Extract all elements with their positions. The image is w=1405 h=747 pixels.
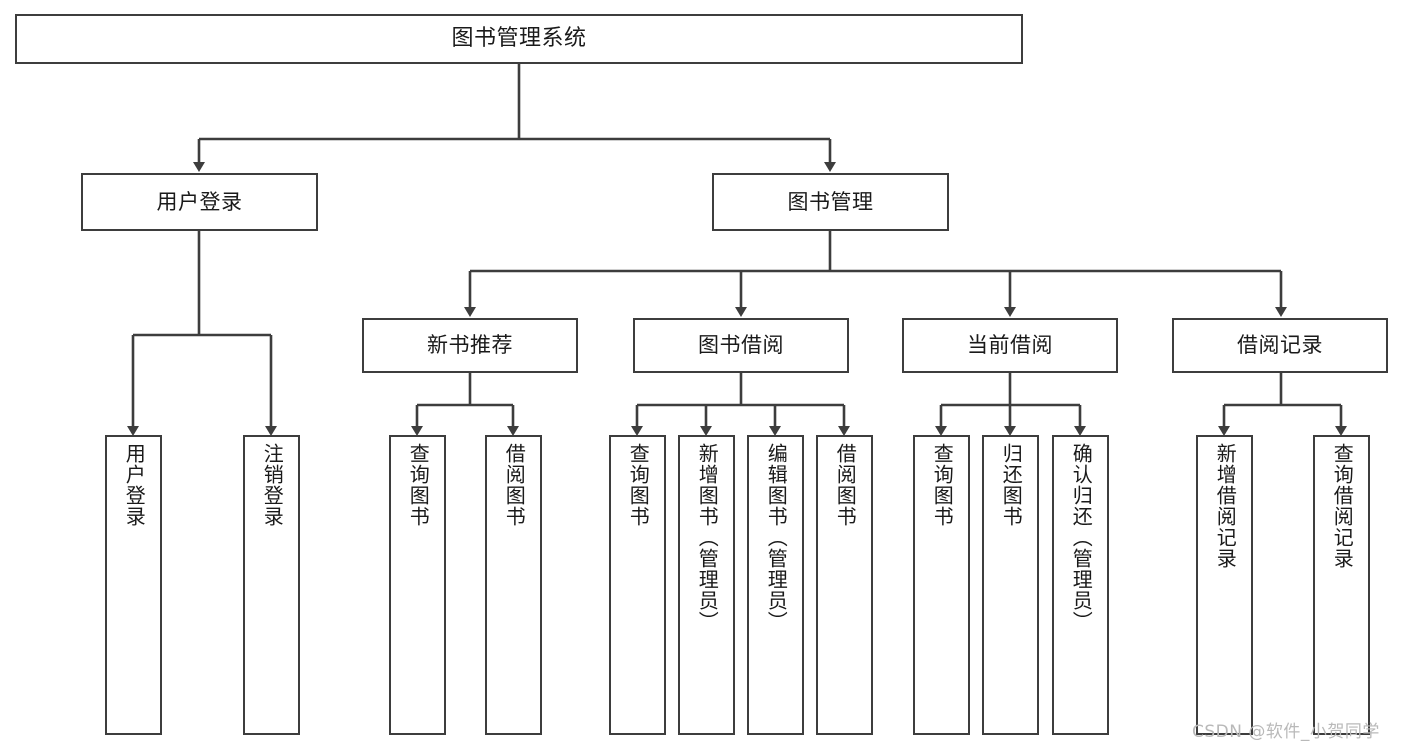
node-new-book-recommend[interactable]: 新书推荐 <box>362 318 578 373</box>
node-label: 编辑图书（管理员） <box>764 443 789 632</box>
leaf-user-login-signin[interactable]: 用户登录 <box>105 435 162 735</box>
leaf-user-login-signout[interactable]: 注销登录 <box>243 435 300 735</box>
node-label: 图书管理 <box>787 189 874 214</box>
leaf-record-add[interactable]: 新增借阅记录 <box>1196 435 1253 735</box>
node-label: 新书推荐 <box>427 333 513 358</box>
node-label: 图书借阅 <box>698 333 784 358</box>
leaf-new-book-query[interactable]: 查询图书 <box>389 435 446 735</box>
node-label: 注销登录 <box>260 443 285 527</box>
node-label: 查询借阅记录 <box>1330 443 1355 569</box>
node-label: 确认归还（管理员） <box>1069 443 1094 632</box>
leaf-borrow-borrow-book[interactable]: 借阅图书 <box>816 435 873 735</box>
node-label: 借阅图书 <box>502 443 527 527</box>
node-label: 查询图书 <box>406 443 431 527</box>
node-label: 用户登录 <box>122 443 147 527</box>
node-label: 借阅图书 <box>833 443 858 527</box>
leaf-borrow-query-book[interactable]: 查询图书 <box>609 435 666 735</box>
leaf-current-return-book[interactable]: 归还图书 <box>982 435 1039 735</box>
node-book-management[interactable]: 图书管理 <box>712 173 949 231</box>
node-book-borrow[interactable]: 图书借阅 <box>633 318 849 373</box>
leaf-current-confirm-return-admin[interactable]: 确认归还（管理员） <box>1052 435 1109 735</box>
leaf-borrow-add-book-admin[interactable]: 新增图书（管理员） <box>678 435 735 735</box>
leaf-current-query-book[interactable]: 查询图书 <box>913 435 970 735</box>
node-label: 当前借阅 <box>967 333 1053 358</box>
leaf-borrow-edit-book-admin[interactable]: 编辑图书（管理员） <box>747 435 804 735</box>
node-label: 借阅记录 <box>1237 333 1323 358</box>
node-label: 查询图书 <box>930 443 955 527</box>
node-label: 新增借阅记录 <box>1213 443 1238 569</box>
leaf-new-book-borrow[interactable]: 借阅图书 <box>485 435 542 735</box>
node-label: 用户登录 <box>156 189 243 214</box>
node-label: 新增图书（管理员） <box>695 443 720 632</box>
csdn-watermark: CSDN @软件_小贺同学 <box>1192 722 1380 742</box>
node-current-borrow[interactable]: 当前借阅 <box>902 318 1118 373</box>
node-label: 查询图书 <box>626 443 651 527</box>
node-user-login[interactable]: 用户登录 <box>81 173 318 231</box>
node-label: 归还图书 <box>999 443 1024 527</box>
node-label: 图书管理系统 <box>451 26 587 52</box>
leaf-record-query[interactable]: 查询借阅记录 <box>1313 435 1370 735</box>
node-root-library-system[interactable]: 图书管理系统 <box>15 14 1023 64</box>
node-borrow-record[interactable]: 借阅记录 <box>1172 318 1388 373</box>
